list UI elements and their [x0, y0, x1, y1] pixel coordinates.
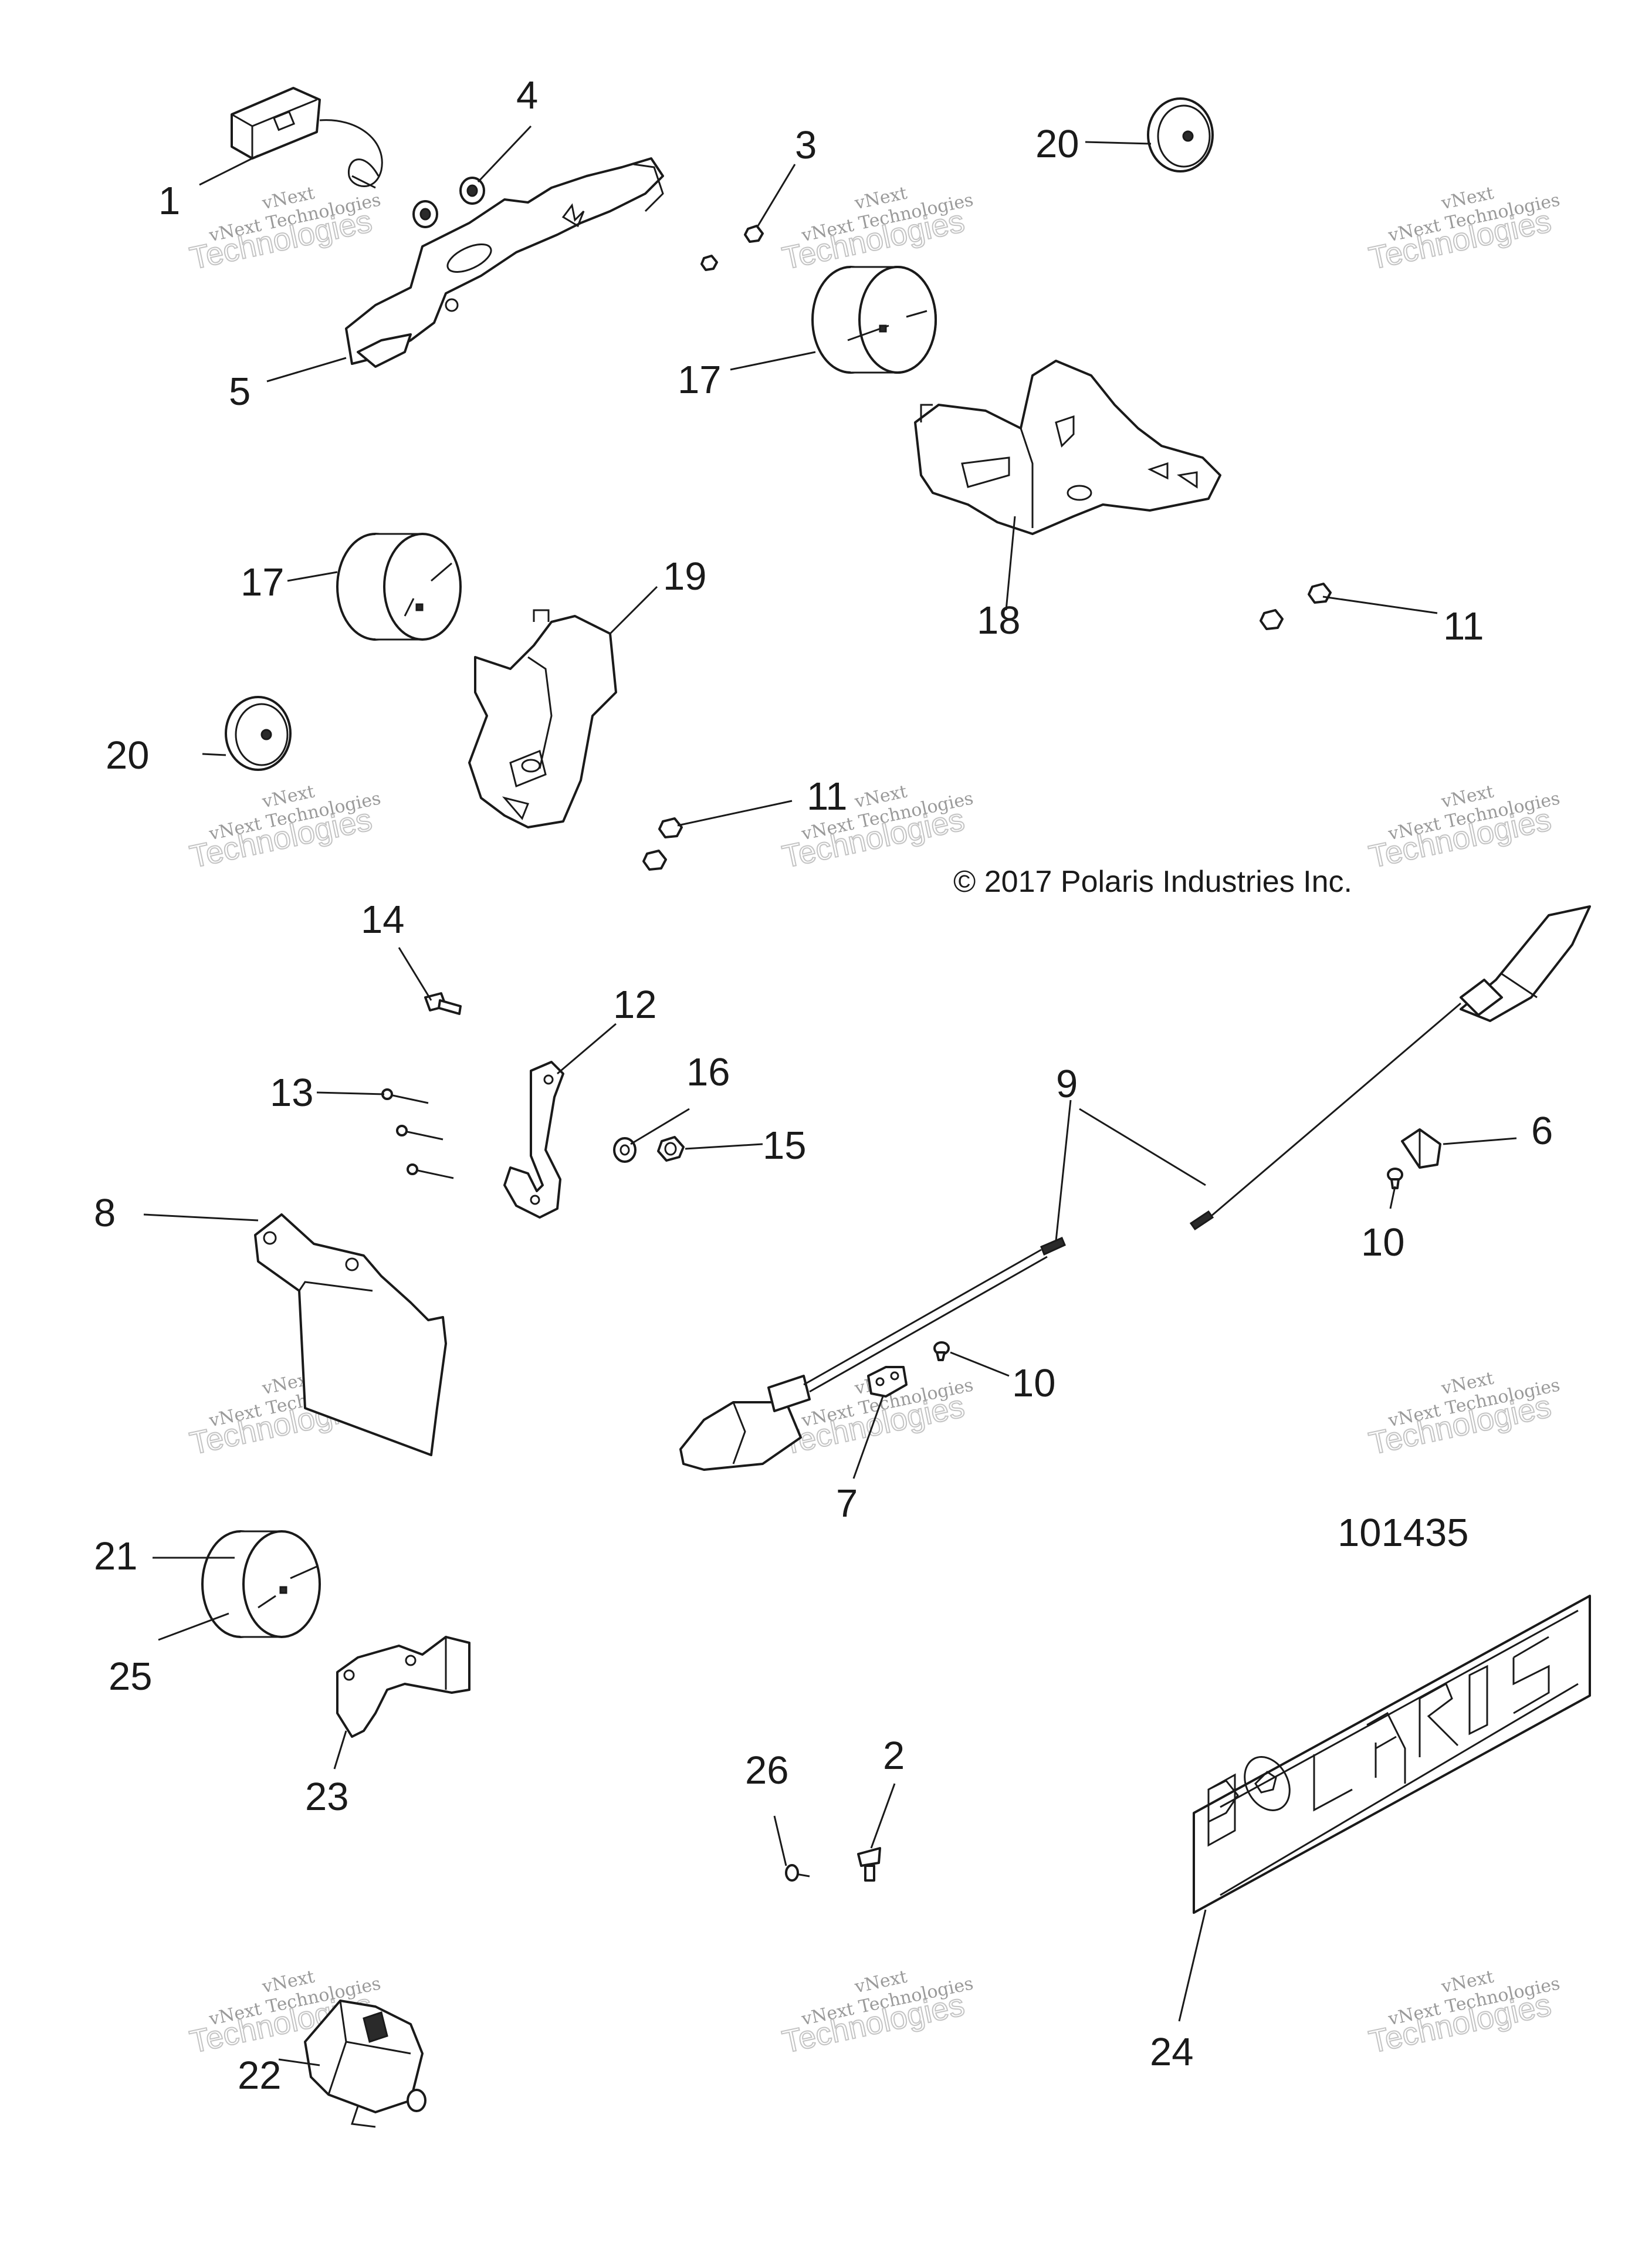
part-19-bracket-icon[interactable]: [468, 609, 617, 828]
part-9-turn-signal-right-icon[interactable]: [1189, 905, 1591, 1231]
callout-25: 25: [109, 1655, 153, 1699]
callout-13: 13: [270, 1071, 314, 1115]
callout-10b: 10: [1012, 1361, 1056, 1405]
watermark-bottom-right: vNext vNext Technologies Technologies: [1365, 1967, 1562, 2061]
callout-10a: 10: [1361, 1220, 1405, 1264]
callout-7: 7: [836, 1481, 858, 1525]
watermark-mid-center: vNext vNext Technologies Technologies: [778, 782, 975, 875]
callout-21: 21: [94, 1534, 138, 1578]
part-12-bracket-icon[interactable]: [503, 1061, 564, 1219]
part-11-nut-mid-icon[interactable]: [642, 817, 683, 871]
callout-6: 6: [1531, 1109, 1553, 1153]
watermark-top-right: vNext vNext Technologies Technologies: [1365, 183, 1562, 277]
part-10-screw-lower-icon[interactable]: [933, 1341, 950, 1361]
callout-23: 23: [305, 1775, 349, 1819]
part-13-screw-icon[interactable]: [381, 1088, 454, 1179]
callout-2: 2: [883, 1734, 905, 1778]
callout-20a: 20: [1035, 122, 1079, 166]
part-11-nut-icon[interactable]: [1260, 583, 1332, 630]
part-26-screw-icon[interactable]: [785, 1864, 810, 1882]
callout-17a: 17: [678, 358, 722, 402]
part-6-clip-icon[interactable]: [1401, 1128, 1441, 1169]
callout-17b: 17: [241, 560, 285, 604]
part-23-bracket-icon[interactable]: [336, 1636, 470, 1738]
callout-19: 19: [663, 554, 707, 598]
drawing-number: 101435: [1338, 1511, 1469, 1555]
watermark-top-center: vNext vNext Technologies Technologies: [778, 183, 975, 277]
callout-20b: 20: [106, 733, 150, 777]
part-18-bracket-icon[interactable]: [914, 360, 1221, 535]
part-24-polaris-badge-icon[interactable]: [1193, 1595, 1591, 1914]
callout-11b: 11: [807, 774, 848, 818]
watermark-mid-right: vNext vNext Technologies Technologies: [1365, 782, 1562, 875]
part-16-washer-icon[interactable]: [613, 1137, 637, 1163]
callout-9: 9: [1056, 1062, 1078, 1106]
callout-22: 22: [238, 2054, 282, 2098]
callout-15: 15: [763, 1124, 807, 1168]
callout-14: 14: [361, 898, 405, 942]
callout-18: 18: [977, 598, 1021, 642]
watermark-mid-left: vNext vNext Technologies Technologies: [186, 782, 382, 875]
watermark-lower-right: vNext vNext Technologies Technologies: [1365, 1368, 1562, 1462]
part-17-reflector-left-icon[interactable]: [336, 533, 462, 641]
callout-3: 3: [795, 123, 817, 167]
part-3-nut-icon[interactable]: [700, 225, 764, 271]
part-21-reflector-icon[interactable]: [201, 1530, 321, 1638]
callout-5: 5: [229, 370, 250, 414]
part-15-nut-icon[interactable]: [657, 1136, 685, 1162]
callout-12: 12: [613, 983, 657, 1027]
part-14-bolt-icon[interactable]: [424, 992, 462, 1015]
callout-26: 26: [745, 1748, 789, 1792]
callout-labels: 1 4 3 20 5 17 17 18 19 11 20 11 14 12 16…: [94, 73, 1553, 2098]
part-17-reflector-icon[interactable]: [811, 266, 937, 374]
part-2-rivet-icon[interactable]: [857, 1847, 881, 1882]
callout-8: 8: [94, 1191, 116, 1235]
part-4-grommet-icon[interactable]: [412, 177, 485, 228]
callout-24: 24: [1150, 2030, 1194, 2074]
part-5-mount-bracket-icon[interactable]: [345, 157, 664, 368]
part-22-switch-icon[interactable]: [304, 2000, 426, 2128]
part-1-sensor-icon[interactable]: [231, 87, 383, 189]
callout-4: 4: [516, 73, 538, 117]
part-20-cap-left-icon[interactable]: [225, 696, 292, 771]
callout-11a: 11: [1443, 604, 1484, 648]
callout-1: 1: [158, 179, 180, 223]
part-8-mud-flap-icon[interactable]: [254, 1213, 447, 1456]
copyright-notice: © 2017 Polaris Industries Inc.: [953, 865, 1352, 899]
part-10-screw-icon[interactable]: [1387, 1168, 1403, 1189]
part-9-turn-signal-left-icon[interactable]: [679, 1237, 1066, 1471]
part-20-cap-icon[interactable]: [1147, 97, 1214, 172]
part-7-bracket-icon[interactable]: [867, 1366, 908, 1398]
leader-lines: [143, 125, 1517, 2066]
watermark-bottom-center: vNext vNext Technologies Technologies: [778, 1967, 975, 2061]
callout-16: 16: [686, 1050, 730, 1094]
